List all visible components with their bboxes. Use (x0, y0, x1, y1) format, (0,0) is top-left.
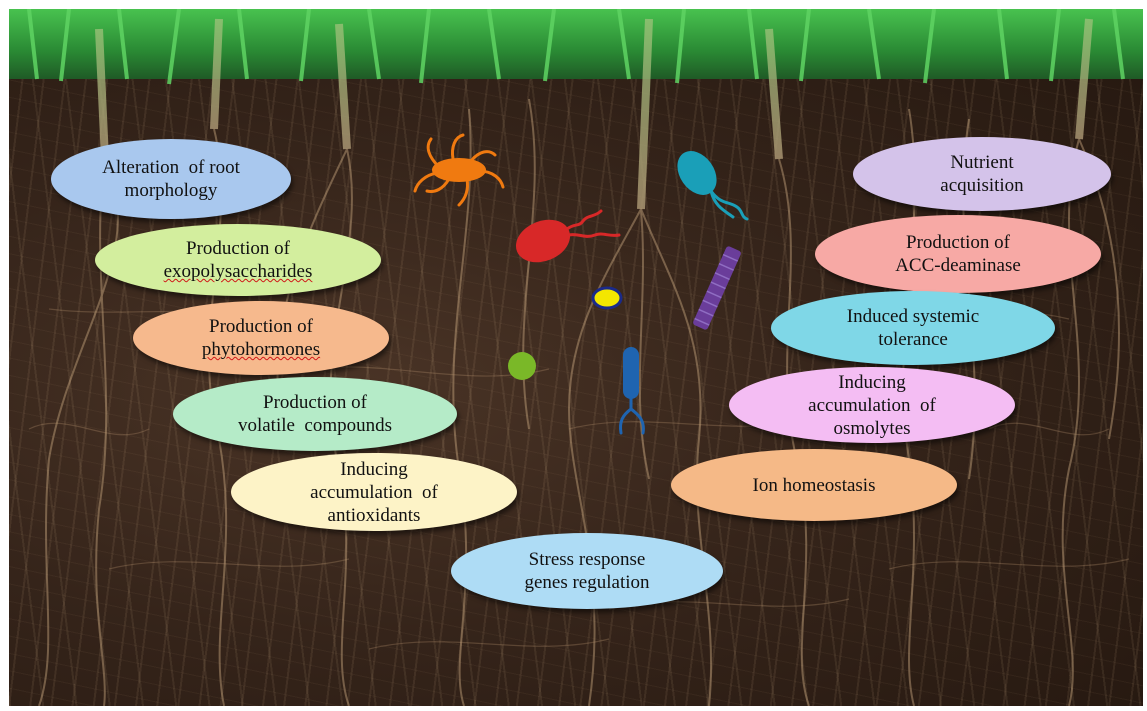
cyan-microbe-icon (671, 145, 761, 235)
bubble-osmolytes-line3: osmolytes (808, 417, 936, 440)
bubble-antioxidants-line3: antioxidants (310, 504, 438, 527)
bubble-systemic-tolerance: Induced systemictolerance (771, 291, 1055, 365)
soil-rhizosphere-scene: Alteration of rootmorphology Production … (9, 9, 1143, 706)
purple-microbe-icon (689, 237, 749, 337)
yellow-microbe-icon (587, 283, 627, 313)
bubble-osmolytes-line1: Inducing (808, 371, 936, 394)
bubble-nutrient-line1: Nutrient (940, 151, 1023, 174)
bubble-volatile-compounds: Production ofvolatile compounds (173, 377, 457, 451)
bubble-osmolytes: Inducingaccumulation ofosmolytes (729, 367, 1015, 443)
bubble-stress-genes: Stress responsegenes regulation (451, 533, 723, 609)
orange-microbe-icon (409, 127, 509, 211)
bubble-root-morphology: Alteration of rootmorphology (51, 139, 291, 219)
bubble-phytohormones-line2: phytohormones (202, 338, 320, 361)
bubble-systemic-tolerance-line2: tolerance (847, 328, 979, 351)
bubble-antioxidants-line1: Inducing (310, 458, 438, 481)
bubble-exopolysaccharides-line2: exopolysaccharides (164, 260, 313, 283)
bubble-ion-homeostasis-line1: Ion homeostasis (753, 474, 876, 497)
bubble-osmolytes-line2: accumulation of (808, 394, 936, 417)
bubble-antioxidants: Inducingaccumulation ofantioxidants (231, 453, 517, 531)
bubble-stress-genes-line2: genes regulation (524, 571, 649, 594)
bubble-exopolysaccharides: Production ofexopolysaccharides (95, 224, 381, 296)
bubble-acc-deaminase-line1: Production of (895, 231, 1021, 254)
bubble-root-morphology-line2: morphology (102, 179, 240, 202)
bubble-acc-deaminase-line2: ACC-deaminase (895, 254, 1021, 277)
bubble-antioxidants-line2: accumulation of (310, 481, 438, 504)
bubble-stress-genes-line1: Stress response (524, 548, 649, 571)
bubble-root-morphology-line1: Alteration of root (102, 156, 240, 179)
red-microbe-icon (509, 199, 629, 279)
bubble-ion-homeostasis: Ion homeostasis (671, 449, 957, 521)
bubble-nutrient-line2: acquisition (940, 174, 1023, 197)
bubble-phytohormones: Production ofphytohormones (133, 301, 389, 375)
bubble-volatile-compounds-line2: volatile compounds (238, 414, 392, 437)
bubble-nutrient: Nutrientacquisition (853, 137, 1111, 211)
bubble-systemic-tolerance-line1: Induced systemic (847, 305, 979, 328)
bubble-acc-deaminase: Production ofACC-deaminase (815, 215, 1101, 293)
bubble-volatile-compounds-line1: Production of (238, 391, 392, 414)
green-microbe-icon (505, 349, 539, 383)
blue-microbe-icon (607, 343, 657, 443)
bubble-exopolysaccharides-line1: Production of (164, 237, 313, 260)
bubble-phytohormones-line1: Production of (202, 315, 320, 338)
